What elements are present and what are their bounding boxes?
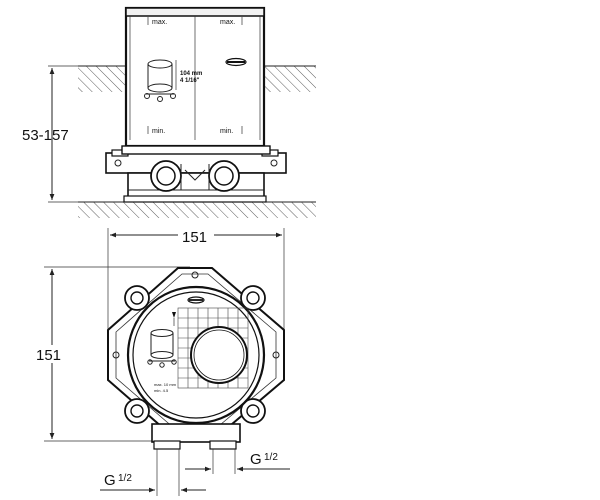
max-depth-label: max. 10 mm — [154, 382, 177, 387]
top-cartridge-symbol — [147, 329, 177, 368]
cartridge-symbol — [144, 59, 176, 102]
upper-ground — [78, 65, 316, 92]
min-label-left: min. — [152, 128, 165, 135]
brand-logo — [225, 57, 247, 67]
size-mm-label: 104 mm — [180, 71, 202, 77]
top-view: 151 151 151 — [36, 228, 290, 496]
side-view: 53-157 max. max. min. min. — [22, 6, 316, 218]
size-inch-label: 4 1/16" — [180, 78, 200, 84]
thread-left-fraction: 1/2 — [118, 473, 132, 484]
bottom-inlets — [151, 423, 241, 450]
min-label-right: min. — [220, 128, 233, 135]
side-height-label: 53-157 — [22, 127, 69, 144]
max-label-left: max. — [152, 19, 167, 26]
thread-left-label: G — [104, 472, 116, 489]
outlet-circle — [190, 326, 248, 384]
top-brand-logo — [187, 296, 205, 304]
thread-right-fraction: 1/2 — [264, 452, 278, 463]
lower-ground — [78, 201, 316, 218]
max-label-right: max. — [220, 19, 235, 26]
mounting-lugs — [112, 271, 280, 438]
min-depth-label: min. 4.5 — [154, 388, 169, 393]
valve-base — [105, 145, 287, 203]
protection-box — [124, 6, 266, 148]
top-height-label: 151 — [36, 347, 61, 364]
thread-right-label: G — [250, 451, 262, 468]
top-width-text: 151 — [182, 229, 207, 246]
